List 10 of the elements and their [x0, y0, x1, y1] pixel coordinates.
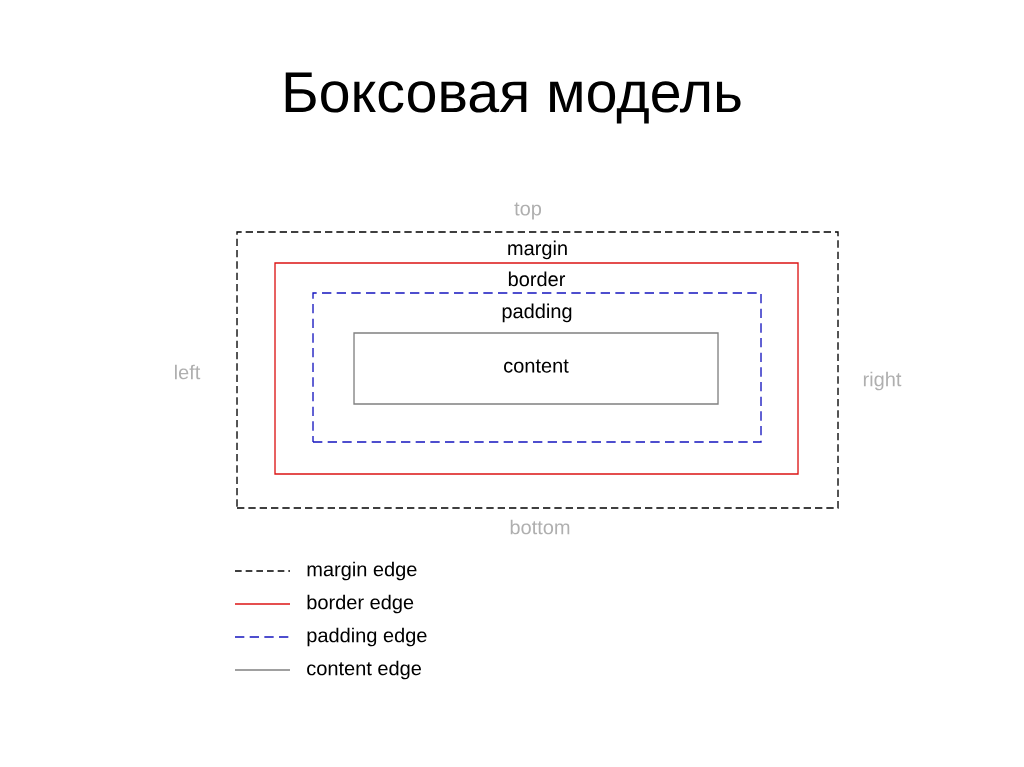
title: Боксовая модель	[285, 72, 741, 124]
side-label: top	[514, 202, 542, 220]
side-label: left	[175, 364, 201, 380]
legend-text: border edge	[307, 594, 414, 614]
side-label: bottom	[510, 519, 570, 535]
legend-text: margin edge	[307, 561, 417, 581]
side-label: right	[863, 371, 902, 391]
legend-text: content edge	[307, 660, 421, 680]
legend-text: padding edge	[307, 627, 427, 647]
box: content	[353, 332, 719, 405]
